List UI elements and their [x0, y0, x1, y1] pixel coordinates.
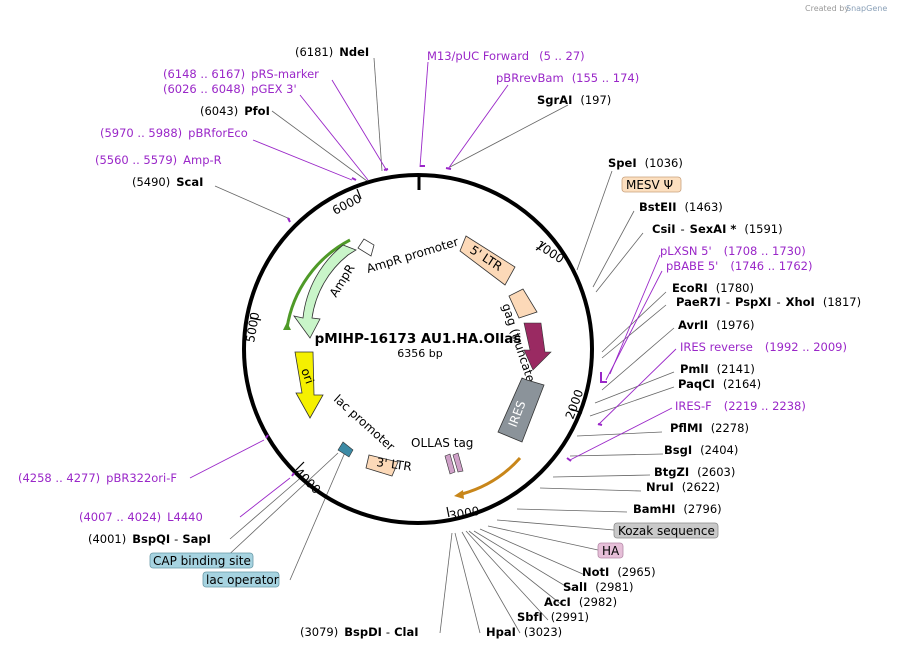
primer-pgex3: (6026 .. 6048)pGEX 3' [163, 82, 297, 96]
site-ecori: EcoRI(1780) [672, 281, 754, 295]
three-ltr-label: 3' LTR [376, 455, 413, 474]
envelope-feature [523, 322, 552, 371]
site-nrui: NruI(2622) [646, 480, 720, 494]
ampr-orf-arrowhead [283, 322, 291, 330]
primer-markers [265, 165, 607, 477]
site-pflmi: PflMI(2278) [670, 421, 749, 435]
primer-amp-r: (5560 .. 5579)Amp-R [95, 153, 222, 167]
site-pae-r7i: PaeR7I-PspXI-XhoI(1817) [676, 295, 861, 309]
primer-leader-lines [189, 61, 677, 518]
credit-prefix: Created by [805, 4, 849, 13]
kozak-label: Kozak sequence [618, 524, 715, 538]
primer-pbrrevbam: pBRrevBam(155 .. 174) [496, 71, 639, 85]
plasmid-size: 6356 bp [397, 347, 442, 360]
site-bsgi: BsgI(2404) [664, 443, 738, 457]
ollas-tag-feature [444, 453, 456, 475]
credit-brand: SnapGene [846, 4, 887, 13]
site-sbfi: SbfI(2991) [517, 610, 589, 624]
site-btgzi: BtgZI(2603) [654, 465, 735, 479]
site-sgrai: SgrAI(197) [537, 93, 611, 107]
plasmid-name: pMIHP-16173 AU1.HA.Ollas [315, 331, 522, 347]
site-paqci: PaqCI(2164) [678, 377, 761, 391]
cap-binding-site-label: CAP binding site [153, 554, 251, 568]
site-bspdi-clai: (3079)BspDI-ClaI [300, 625, 419, 639]
primer-ires-f: IRES-F(2219 .. 2238) [675, 399, 806, 413]
mesv-label: MESV Ψ [626, 178, 673, 192]
site-pmli: PmlI(2141) [680, 362, 755, 376]
three-ltr-feature [365, 454, 399, 477]
site-scai: (5490)ScaI [132, 175, 203, 189]
mesv-box [621, 176, 682, 193]
orf-arrowhead [454, 490, 464, 499]
five-ltr-feature [459, 235, 516, 286]
primer-ires-reverse: IRES reverse(1992 .. 2009) [680, 340, 847, 354]
ha-tag-feature [452, 452, 464, 473]
primer-pbrforeco: (5970 .. 5988)pBRforEco [100, 126, 248, 140]
primer-pbabe5: pBABE 5'(1746 .. 1762) [666, 259, 813, 273]
ori-label: ori [298, 366, 316, 385]
tick-label-3000: 3000 [448, 504, 481, 523]
tick-label-1000: 1000 [533, 238, 566, 266]
primer-l4440: (4007 .. 4024)L4440 [79, 510, 203, 524]
primer-prs-marker: (6148 .. 6167)pRS-marker [163, 67, 319, 81]
ori-feature [294, 351, 324, 419]
site-bspqi-sapi: (4001)BspQI-SapI [88, 532, 211, 546]
gag-feature [508, 288, 538, 319]
tick-label-5000: 5000 [243, 311, 262, 344]
site-csii-sexai: CsiI-SexAI *(1591) [652, 222, 783, 236]
ollas-tag-label: OLLAS tag [411, 436, 473, 450]
ha-label: HA [602, 544, 620, 558]
primer-pbr322ori: (4258 .. 4277)pBR322ori-F [18, 471, 177, 485]
ampr-promoter-label: AmpR promoter [365, 235, 460, 276]
site-ndei: (6181)NdeI [295, 45, 369, 59]
site-hpai: HpaI(3023) [486, 625, 562, 639]
ires-feature [497, 377, 545, 443]
site-sali: SalI(2981) [563, 580, 634, 594]
site-noti: NotI(2965) [582, 565, 656, 579]
lac-operator-box [202, 571, 280, 588]
backbone-circle [242, 173, 594, 525]
lac-promoter-feature [337, 441, 354, 458]
lac-promoter-label: lac promoter [331, 392, 397, 454]
site-avrii: AvrII(1976) [678, 318, 754, 332]
site-bamhi: BamHI(2796) [633, 502, 722, 516]
lac-operator-label: lac operator [206, 573, 279, 587]
leader-lines [214, 57, 675, 634]
site-bsteii: BstEII(1463) [639, 200, 723, 214]
site-pfoi: (6043)PfoI [200, 104, 270, 118]
cap-binding-site-box [149, 552, 254, 569]
ampr-promoter-feature [357, 238, 375, 257]
ampr-feature [293, 244, 357, 339]
site-acci: AccI(2982) [544, 595, 617, 609]
primer-plxsn5: pLXSN 5'(1708 .. 1730) [660, 244, 806, 258]
orf-arrow-line [461, 457, 522, 496]
site-spei: SpeI(1036) [608, 156, 683, 170]
numeric-ticks [249, 188, 583, 518]
ampr-orf-arrow-line [285, 238, 351, 329]
primer-m13: M13/pUC Forward(5 .. 27) [427, 49, 585, 63]
ha-box [597, 542, 624, 559]
kozak-box [613, 522, 719, 539]
